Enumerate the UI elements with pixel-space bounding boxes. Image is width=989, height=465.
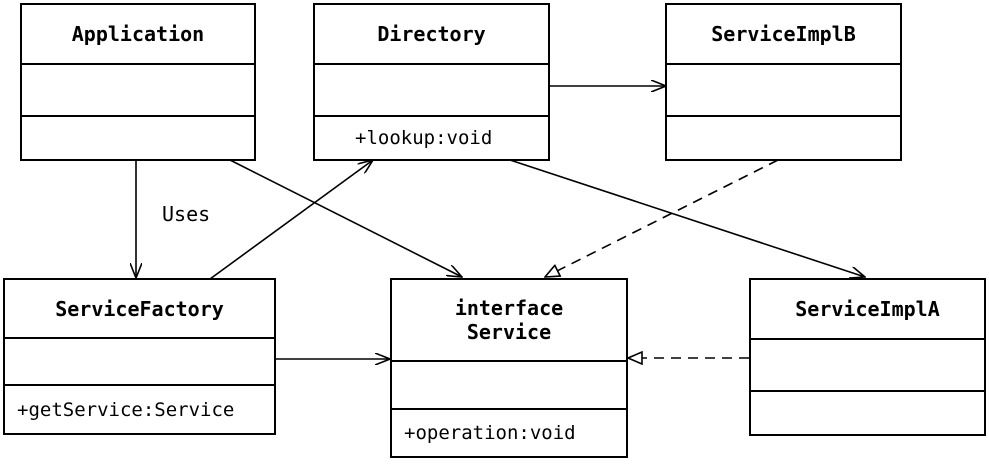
class-directory-attributes	[315, 65, 548, 117]
class-serviceimplb-name: ServiceImplB	[711, 22, 856, 46]
edge-servicefactory-to-directory	[209, 160, 373, 280]
class-serviceimpla-name: ServiceImplA	[795, 297, 940, 321]
class-application-attributes	[22, 65, 254, 117]
class-directory[interactable]: Directory +lookup:void	[313, 3, 550, 161]
class-application-operations	[22, 117, 254, 159]
class-serviceimplb-operations	[667, 117, 900, 159]
edge-serviceimplb-realizes-service	[545, 159, 779, 277]
edge-directory-to-serviceimpla	[509, 159, 865, 277]
edge-application-to-service	[229, 159, 462, 277]
class-directory-operation: +lookup:void	[355, 127, 493, 149]
class-servicefactory-attributes	[5, 339, 274, 386]
class-directory-name: Directory	[377, 22, 486, 46]
class-serviceimpla[interactable]: ServiceImplA	[749, 278, 986, 436]
class-application[interactable]: Application	[20, 3, 256, 161]
class-serviceimplb[interactable]: ServiceImplB	[665, 3, 902, 161]
class-service-name: Service	[466, 320, 552, 344]
uses-label: Uses	[162, 202, 211, 226]
class-service-interface[interactable]: interface Service +operation:void	[390, 278, 628, 458]
class-serviceimpla-attributes	[751, 340, 984, 392]
class-servicefactory[interactable]: ServiceFactory +getService:Service	[3, 278, 276, 435]
class-serviceimpla-operations	[751, 392, 984, 434]
class-service-stereotype: interface	[454, 296, 564, 320]
class-application-name: Application	[71, 22, 205, 46]
class-servicefactory-operation: +getService:Service	[17, 398, 235, 421]
class-service-attributes	[392, 362, 626, 410]
class-serviceimplb-attributes	[667, 65, 900, 117]
class-service-operation: +operation:void	[404, 422, 576, 444]
class-servicefactory-name: ServiceFactory	[55, 296, 224, 321]
